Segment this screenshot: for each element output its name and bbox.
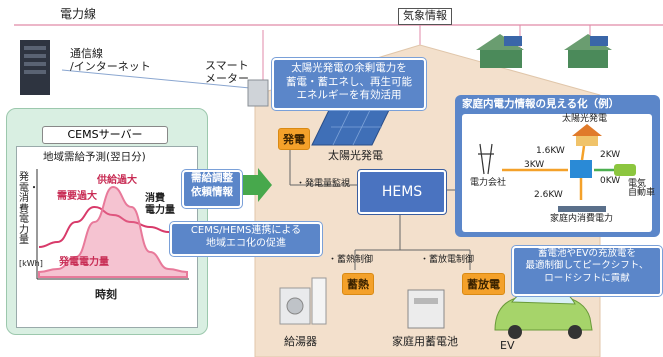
house-icon	[564, 34, 612, 68]
chart-xlabel: 時刻	[95, 288, 117, 301]
generation-label: 発電電力量	[59, 257, 109, 268]
inset-kw-2: 2KW	[600, 150, 621, 160]
cooperation-box: CEMS/HEMS連携による 地域エコ化の促進	[170, 222, 322, 256]
comm-line-label: 通信線 /インターネット	[70, 47, 151, 73]
smart-meter-icon	[247, 79, 269, 107]
visualization-graphic	[478, 124, 636, 212]
gen-monitor-label: ・発電量監視	[296, 179, 351, 189]
inset-ev-label: 電気 自動車	[628, 179, 656, 199]
weather-info-label: 気象情報	[398, 8, 452, 25]
inset-home-consumption-label: 家庭内消費電力	[550, 214, 614, 224]
inset-solar-label: 太陽光発電	[562, 114, 608, 124]
supply-demand-box: 需給調整 依頼情報	[182, 170, 242, 208]
server-icon	[20, 40, 50, 95]
generation-tag: 発電	[278, 128, 310, 150]
smart-meter-label: スマート メーター	[205, 59, 249, 85]
supply-over-label: 供給過大	[97, 175, 137, 186]
heat-control-label: ・蓄熱制御	[328, 255, 374, 265]
solar-panel-label: 太陽光発電	[328, 149, 383, 162]
inset-kw-1-6: 1.6KW	[536, 146, 565, 156]
inset-kw-3: 3KW	[524, 160, 545, 170]
chart-yunit: [kWh]	[19, 259, 43, 268]
visualization-screen: 太陽光発電 電力会社 1.6KW 3KW 2.6KW 2KW 0KW 電気 自動…	[462, 114, 656, 232]
solar-note-box: 太陽光発電の余剰電力を 蓄電・蓄エネし、再生可能 エネルギーを有効活用	[272, 58, 426, 110]
generation-series-area	[38, 185, 188, 278]
heat-storage-tag: 蓄熱	[342, 273, 374, 295]
house-icon	[476, 34, 524, 68]
battery-icon	[407, 289, 445, 329]
power-line-label: 電力線	[60, 7, 97, 21]
inset-kw-2-6: 2.6KW	[534, 190, 563, 200]
cems-title: CEMSサーバー	[42, 126, 168, 144]
chart-ylabel: 発電・消費電力量	[19, 172, 39, 246]
demand-over-label: 需要過大	[57, 191, 97, 202]
consumption-series-line	[38, 205, 188, 248]
forecast-chart: 地域需給予測(翌日分) 発電・消費電力量 [kWh] 時刻 供給過大 需要過大 …	[16, 146, 198, 328]
charge-discharge-tag: 蓄放電	[462, 273, 505, 295]
inset-power-company-label: 電力会社	[470, 178, 507, 188]
ev-label: EV	[500, 339, 515, 352]
hems-box: HEMS	[358, 170, 446, 214]
visualization-title: 家庭内電力情報の見える化（例）	[462, 98, 620, 110]
home-battery-label: 家庭用蓄電池	[392, 335, 458, 348]
arrow-icon	[236, 168, 272, 202]
inset-kw-0: 0KW	[600, 176, 621, 186]
water-heater-icon	[279, 277, 327, 325]
ev-note-box: 蓄電池やEVの充放電を 最適制御してピークシフト、 ロードシフトに貢献	[512, 246, 662, 296]
consumption-label: 消費 電力量	[145, 193, 175, 216]
water-heater-label: 給湯器	[284, 335, 317, 348]
charge-control-label: ・蓄放電制御	[420, 255, 475, 265]
chart-plot	[36, 169, 189, 280]
chart-title: 地域需給予測(翌日分)	[43, 151, 146, 163]
